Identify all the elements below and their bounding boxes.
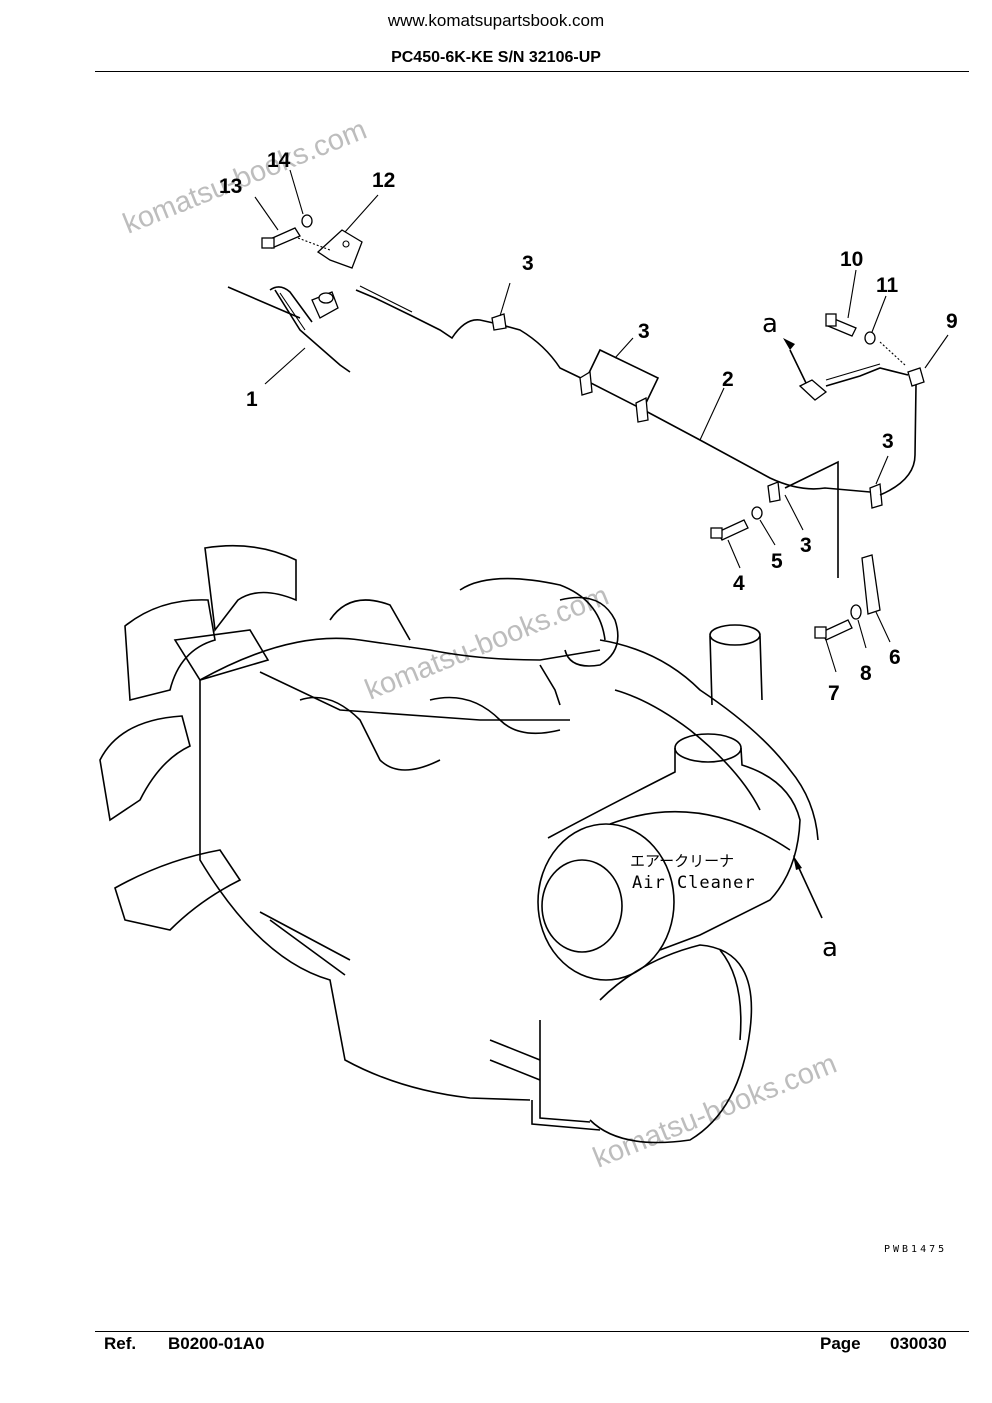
- watermark: komatsu-books.com: [119, 114, 372, 241]
- ref-label: Ref.: [104, 1334, 137, 1353]
- page-label: Page: [820, 1334, 861, 1353]
- callout-4: 4: [733, 572, 745, 595]
- page-value: 030030: [890, 1334, 947, 1353]
- callout-8: 8: [860, 662, 872, 685]
- air-cleaner-label: Air Cleaner: [632, 873, 756, 893]
- site-url: www.komatsupartsbook.com: [387, 11, 605, 30]
- callout-7: 7: [828, 682, 840, 705]
- callout-1: 1: [246, 388, 258, 411]
- callout-3: 3: [882, 430, 894, 453]
- callout-10: 10: [840, 248, 863, 271]
- engine-outline: [99, 544, 823, 1144]
- callout-13: 13: [219, 175, 242, 198]
- callout-14: 14: [267, 149, 291, 172]
- callout-3: 3: [638, 320, 650, 343]
- callout-6: 6: [889, 646, 901, 669]
- watermark: komatsu-books.com: [361, 580, 614, 707]
- callout-3: 3: [800, 534, 812, 557]
- callout-5: 5: [771, 550, 783, 573]
- callout-9: 9: [946, 310, 958, 333]
- header-divider: [95, 71, 969, 72]
- ref-letter-lower: a: [822, 933, 838, 963]
- harness-lines: [227, 169, 949, 673]
- watermark: komatsu-books.com: [589, 1048, 842, 1175]
- footer-divider: [95, 1331, 969, 1332]
- model-title: PC450-6K-KE S/N 32106-UP: [391, 49, 601, 66]
- callout-3: 3: [522, 252, 534, 275]
- air-cleaner-label-jp: エアークリーナ: [630, 852, 734, 870]
- ref-value: B0200-01A0: [168, 1334, 265, 1353]
- callout-2: 2: [722, 368, 734, 391]
- callout-12: 12: [372, 169, 395, 192]
- ref-letter-upper: a: [762, 309, 778, 339]
- callout-11: 11: [876, 274, 899, 297]
- drawing-code: PWB1475: [884, 1244, 947, 1255]
